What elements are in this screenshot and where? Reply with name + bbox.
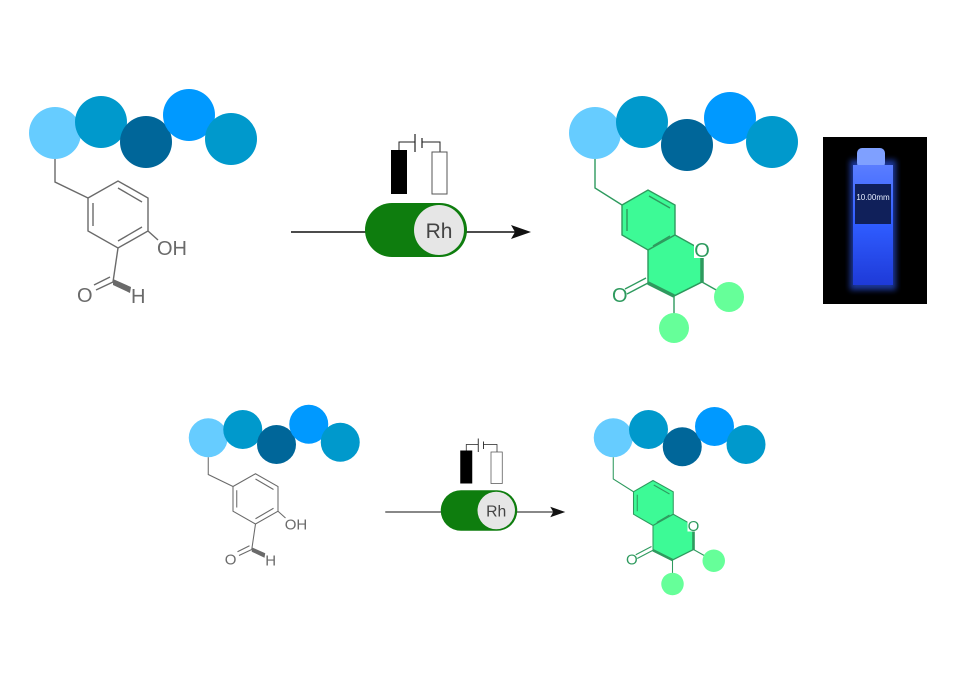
carbonyl-o-label: O — [77, 285, 93, 307]
aldehyde-wedge-bond — [251, 547, 266, 558]
bead — [223, 410, 263, 449]
aldehyde-wedge-bond — [113, 279, 131, 293]
linker-bond — [207, 457, 234, 487]
ring-o-label: O — [688, 518, 700, 535]
carbonyl-o-label: O — [612, 285, 628, 307]
polymer-bead-chain — [593, 407, 766, 467]
bead — [629, 410, 668, 449]
oh-bond — [147, 230, 159, 241]
carbonyl-o-label: O — [626, 552, 638, 569]
product-molecule: O O — [569, 92, 798, 343]
bead — [726, 425, 766, 464]
bead — [120, 116, 172, 168]
bead — [320, 422, 360, 462]
oh-bond — [277, 510, 286, 519]
cathode-electrode — [490, 451, 503, 484]
substituent-bead — [659, 313, 689, 343]
fluorescent-cuvette-photo: 10.00mm — [823, 137, 927, 304]
cuvette-label: 10.00mm — [856, 193, 890, 202]
aldehyde-h-label: H — [131, 286, 145, 308]
electrochemical-cell-icon — [391, 134, 448, 195]
substituent-bead — [702, 549, 725, 572]
bead — [29, 107, 81, 159]
reaction-scheme-large: OH O H Rh — [29, 89, 798, 343]
linker-bond — [612, 457, 634, 493]
rh-catalyst-pill: Rh — [440, 490, 518, 531]
hydroxyl-label: OH — [157, 238, 187, 260]
catalyst-label: Rh — [426, 220, 453, 243]
anode-electrode — [460, 450, 473, 484]
arrowhead-icon — [550, 506, 566, 518]
reaction-scheme-small: OH O H Rh — [188, 404, 766, 596]
benzene-ring — [87, 180, 149, 249]
anode-electrode — [391, 150, 407, 194]
bead — [746, 116, 798, 168]
bead — [704, 92, 756, 144]
reactant-molecule: OH O H — [188, 404, 360, 569]
rh-catalyst-pill: Rh — [365, 203, 467, 257]
bead — [75, 96, 127, 148]
reaction-scheme-small-slot: OH O H Rh — [188, 404, 766, 596]
catalyst-label: Rh — [486, 504, 506, 521]
bead — [188, 418, 228, 458]
hydroxyl-label: OH — [285, 516, 308, 533]
bead — [205, 113, 257, 165]
bead — [593, 418, 633, 458]
substituent-bead — [714, 282, 744, 312]
carbonyl-o-label: O — [225, 552, 237, 569]
linker-bond — [594, 159, 623, 206]
bead — [695, 407, 734, 446]
bead — [662, 427, 702, 467]
cathode-electrode — [431, 151, 448, 195]
bead — [257, 425, 296, 464]
substituent-bead — [661, 572, 684, 596]
reactant-molecule: OH O H — [29, 89, 257, 308]
benzene-ring — [232, 473, 279, 525]
electrochemical-cell-icon — [460, 438, 503, 484]
polymer-bead-chain — [29, 89, 257, 168]
rh-circle — [477, 491, 515, 530]
product-molecule: O O — [593, 407, 766, 596]
aldehyde-h-label: H — [265, 552, 276, 569]
bead — [163, 89, 215, 141]
aldehyde-bond — [112, 247, 119, 283]
polymer-bead-chain — [188, 404, 360, 464]
polymer-bead-chain — [569, 92, 798, 171]
bead — [289, 404, 329, 444]
chromone-core — [621, 189, 710, 298]
arrowhead-icon — [511, 225, 531, 239]
chromone-core — [632, 479, 700, 562]
ring-o-label: O — [694, 240, 710, 262]
bead — [661, 119, 713, 171]
aldehyde-bond — [251, 523, 257, 550]
bead — [569, 107, 621, 159]
linker-bond — [54, 159, 89, 199]
bead — [616, 96, 668, 148]
rh-circle — [414, 205, 464, 255]
